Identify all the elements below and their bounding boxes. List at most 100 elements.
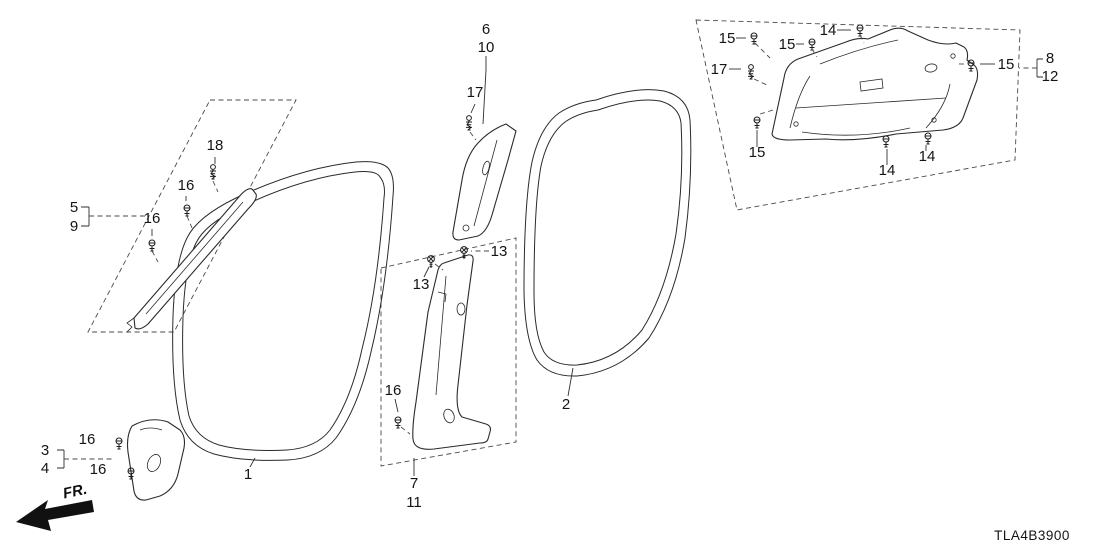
side-trim-outline <box>771 27 979 141</box>
b-pillar-lower-hole-lower <box>443 408 455 424</box>
clip-fastener-15-b <box>808 38 816 51</box>
callout-8: 8 <box>1046 50 1054 67</box>
a-pillar-garnish-ridge <box>145 201 244 315</box>
callout-12: 12 <box>1042 68 1059 85</box>
leader-17-right-dash <box>753 78 768 86</box>
callout-13-left: 13 <box>413 276 430 293</box>
callout-7: 7 <box>410 475 418 492</box>
callout-3: 3 <box>41 442 49 459</box>
callout-16-d: 16 <box>90 461 107 478</box>
b-pillar-upper-outline <box>452 123 517 241</box>
kick-panel-crease <box>139 427 163 431</box>
side-trim-crease-2 <box>801 127 911 136</box>
callout-17-right: 17 <box>711 61 728 78</box>
clip-fastener-16-e <box>394 416 402 429</box>
fr-arrow: FR. <box>16 481 94 531</box>
b-pillar-upper-crease <box>473 139 498 227</box>
callout-labels: 6 10 17 18 16 16 5 9 13 13 16 1 7 11 2 3… <box>41 21 1059 511</box>
leader-2 <box>567 367 574 397</box>
clip-fastener-14-c <box>924 132 932 145</box>
callout-10: 10 <box>478 39 495 56</box>
leader-15-b-dash <box>811 48 818 58</box>
drawing-code: TLA4B3900 <box>994 528 1070 543</box>
b-pillar-lower-outline <box>412 254 492 450</box>
enclosure-boxes <box>87 19 1021 467</box>
callout-18: 18 <box>207 137 224 154</box>
clip-fastener-15-a <box>750 32 758 45</box>
clip-fastener-16-a <box>183 204 191 217</box>
leader-16-e <box>394 398 399 413</box>
side-trim-hole-1 <box>793 121 799 127</box>
b-pillar-lower-crease <box>435 275 447 396</box>
callout-14-c: 14 <box>919 148 936 165</box>
side-trim-plate <box>859 78 884 92</box>
callout-1: 1 <box>244 466 252 483</box>
side-trim-crease-3 <box>819 39 899 65</box>
callout-6: 6 <box>482 21 490 38</box>
leader-6-10 <box>482 56 487 125</box>
leader-lines <box>57 29 1043 476</box>
leader-16-b-dash <box>151 250 159 263</box>
grommet-fastener-18 <box>209 164 217 180</box>
leader-15-d-dash <box>759 109 774 115</box>
callout-2: 2 <box>562 396 570 413</box>
b-pillar-lower-hole-upper <box>456 302 466 316</box>
seal-rear-inner <box>533 99 683 366</box>
side-trim-hole-3 <box>950 53 956 59</box>
side-trim-crease-1 <box>789 75 811 129</box>
door-opening-seal-rear <box>523 89 692 377</box>
kick-panel-outline <box>126 419 186 501</box>
callout-17: 17 <box>467 84 484 101</box>
leader-17-center <box>470 103 476 114</box>
callout-15-a: 15 <box>719 30 736 47</box>
callout-16-a: 16 <box>178 177 195 194</box>
side-trim-hole-2 <box>931 117 937 123</box>
clip-fastener-16-c <box>115 437 123 450</box>
bracket-3-4 <box>57 449 65 469</box>
fr-arrow-icon <box>16 500 94 531</box>
side-trim-arch <box>925 83 951 129</box>
leader-1 <box>249 457 256 468</box>
callout-16-b: 16 <box>144 210 161 227</box>
leader-16-a-dash <box>186 215 193 229</box>
leader-14-a-dash <box>859 34 865 44</box>
callout-15-b: 15 <box>779 36 796 53</box>
leader-18-dash <box>212 180 219 193</box>
grommet-fastener-17-center <box>465 115 473 131</box>
clip-fastener-14-a <box>856 24 864 37</box>
callout-5: 5 <box>70 199 78 216</box>
a-pillar-garnish-tip <box>126 317 135 333</box>
seal-rear-outer <box>523 89 692 377</box>
b-pillar-lower-garnish <box>412 254 492 450</box>
callout-16-c: 16 <box>79 431 96 448</box>
side-trim-slot <box>924 63 938 73</box>
side-trim-box <box>695 19 1021 211</box>
callout-9: 9 <box>70 218 78 235</box>
b-pillar-upper-slot <box>482 160 490 176</box>
side-trim-crease-4 <box>795 97 947 109</box>
a-pillar-garnish-box <box>87 99 297 333</box>
grommet-fastener-17-right <box>747 64 755 80</box>
seal-front-outer <box>172 161 394 461</box>
clip-fastener-16-b <box>148 239 156 252</box>
side-trim-panel <box>771 27 979 141</box>
leader-16-e-dash <box>400 426 411 435</box>
clip-fastener-15-d <box>753 116 761 129</box>
callout-15-d: 15 <box>749 144 766 161</box>
a-pillar-garnish <box>126 188 257 333</box>
b-pillar-upper-hole <box>462 224 470 232</box>
callout-14-b: 14 <box>879 162 896 179</box>
kick-panel-trim <box>126 419 186 501</box>
callout-11: 11 <box>406 494 422 511</box>
callout-15-c: 15 <box>998 56 1015 73</box>
bracket-5-9 <box>81 206 90 227</box>
a-pillar-garnish-outline <box>133 188 257 330</box>
leader-15-a-dash <box>754 42 771 59</box>
leader-13-left-dash <box>434 263 444 271</box>
b-pillar-upper-garnish <box>452 123 517 241</box>
leader-13-left <box>423 266 430 278</box>
callout-14-a: 14 <box>820 22 837 39</box>
callout-16-e: 16 <box>385 382 402 399</box>
